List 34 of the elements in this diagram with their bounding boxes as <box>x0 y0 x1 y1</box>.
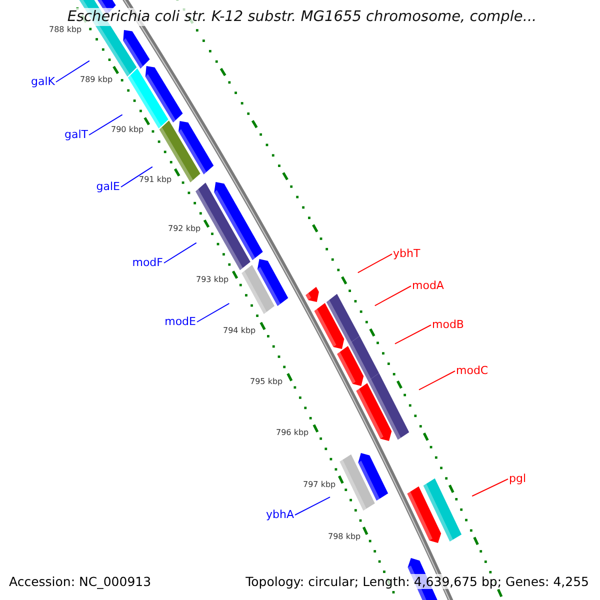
tick-label: 788 kbp <box>49 24 82 34</box>
leader-line <box>394 324 432 344</box>
tick-label: 793 kbp <box>196 274 229 284</box>
leader-line <box>164 242 197 264</box>
tick-label: 794 kbp <box>223 326 256 334</box>
gene-label: modF <box>132 256 163 268</box>
footer-text: Accession: NC_000913 <box>7 574 154 589</box>
gene-label: galK <box>31 74 55 88</box>
leader-line <box>294 496 330 516</box>
gene-label: modA <box>412 278 444 292</box>
gene-label: modC <box>456 364 488 376</box>
gene-label: ybhA <box>266 508 294 520</box>
tick-label: 791 kbp <box>139 174 172 184</box>
leader-line <box>56 60 90 82</box>
gene-label: galE <box>96 180 120 192</box>
tick-label: 789 kbp <box>80 74 113 84</box>
leader-line <box>472 478 508 497</box>
gene-label: modE <box>164 314 196 328</box>
gene-label: pgl <box>509 472 526 484</box>
tick-label: 798 kbp <box>328 532 361 540</box>
gene-label: galT <box>64 128 88 140</box>
leader-line <box>196 302 230 322</box>
leader-line <box>357 254 392 274</box>
leader-line <box>88 114 123 136</box>
tick-label: 796 kbp <box>276 428 309 436</box>
tick-label: 790 kbp <box>111 124 144 134</box>
gene-label: ybhT <box>393 246 420 260</box>
tick-label: 797 kbp <box>303 480 336 488</box>
tick-label: 792 kbp <box>168 224 201 232</box>
tick-label: 795 kbp <box>250 376 283 386</box>
leader-line <box>120 166 153 188</box>
gene-label: modB <box>432 318 464 330</box>
leader-line <box>374 286 412 306</box>
leader-line <box>418 370 456 390</box>
